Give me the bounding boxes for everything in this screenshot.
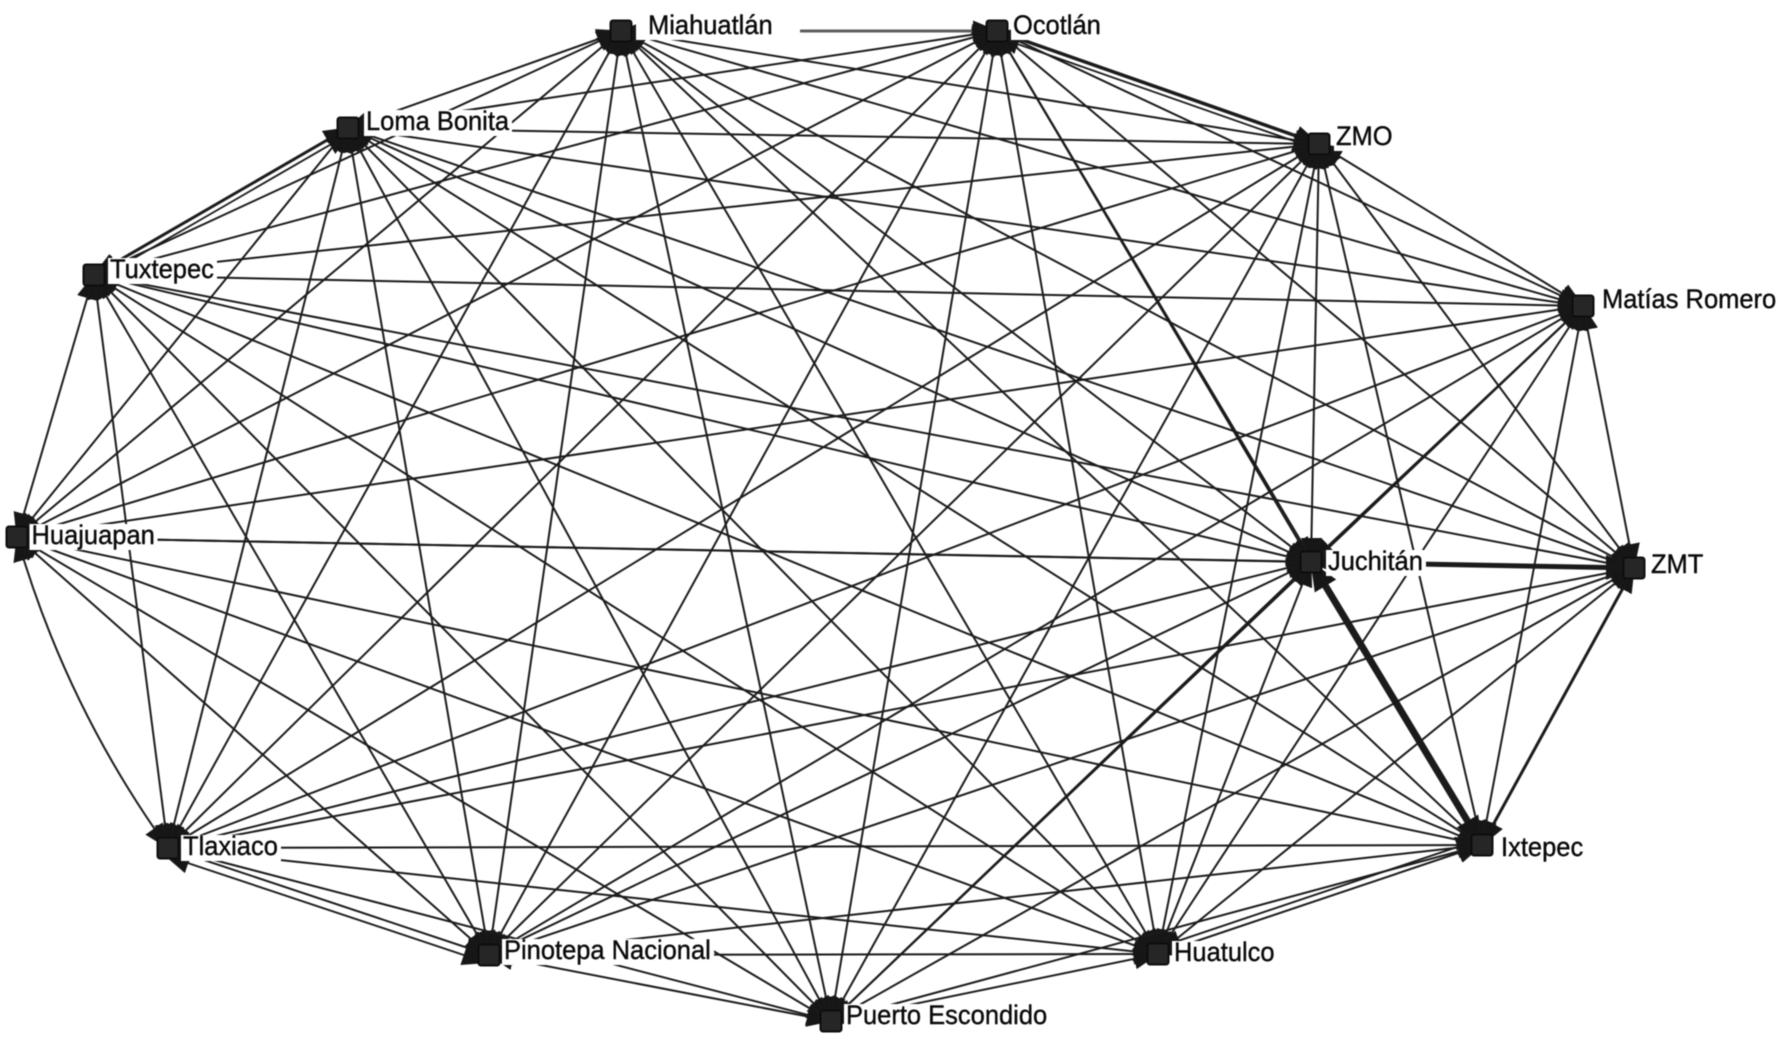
svg-text:Tlaxiaco: Tlaxiaco — [183, 831, 278, 861]
svg-text:Ixtepec: Ixtepec — [1501, 832, 1583, 862]
svg-text:Huatulco: Huatulco — [1174, 937, 1275, 967]
svg-text:Loma Bonita: Loma Bonita — [366, 106, 510, 136]
svg-text:Pinotepa Nacional: Pinotepa Nacional — [504, 935, 711, 965]
svg-text:ZMO: ZMO — [1336, 121, 1393, 151]
svg-text:Miahuatlán: Miahuatlán — [648, 10, 773, 40]
svg-text:Tuxtepec: Tuxtepec — [110, 254, 214, 284]
svg-text:ZMT: ZMT — [1651, 549, 1703, 579]
svg-text:Huajuapan: Huajuapan — [32, 520, 155, 550]
svg-text:Matías Romero: Matías Romero — [1602, 284, 1776, 314]
svg-text:Juchitán: Juchitán — [1328, 546, 1423, 576]
svg-text:Ocotlán: Ocotlán — [1013, 10, 1101, 40]
svg-text:Puerto Escondido: Puerto Escondido — [846, 1000, 1047, 1030]
